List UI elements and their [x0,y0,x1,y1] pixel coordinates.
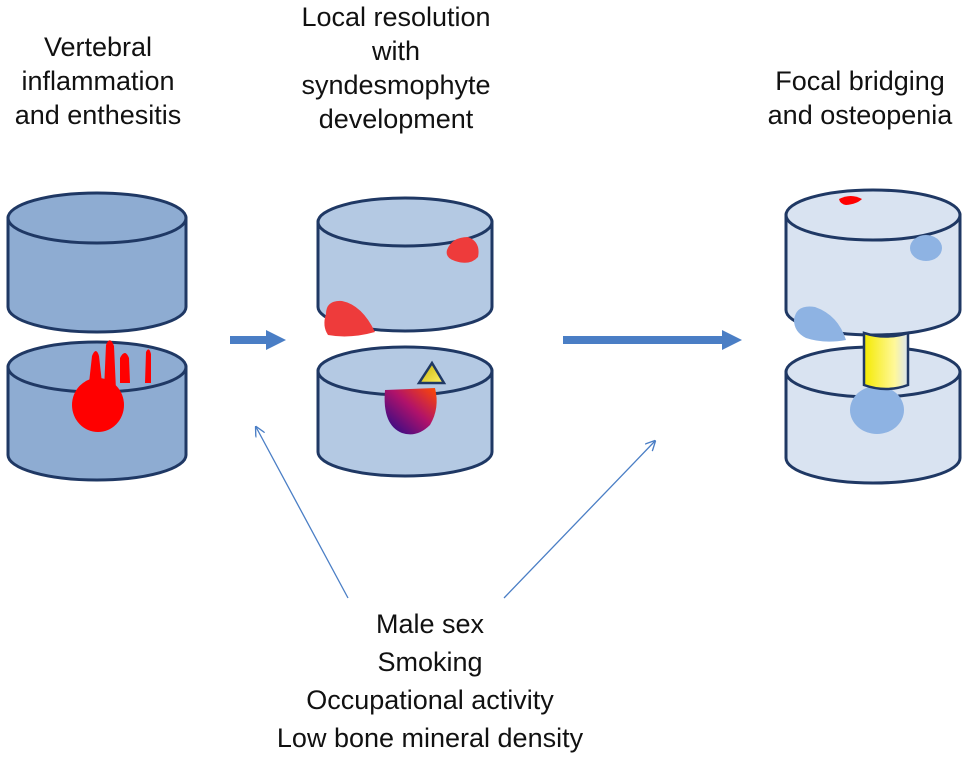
risk-factor-list: Male sex Smoking Occupational activity L… [240,605,620,757]
caption-line: development [318,104,474,134]
risk-factor: Low bone mineral density [276,723,584,753]
caption-line: and osteopenia [767,100,953,130]
resolving-lesion-upper [446,237,479,263]
risk-factor: Occupational activity [306,685,554,715]
resolving-lesion-corner [324,300,375,337]
upper-vertebra-stage1 [6,191,188,334]
osteopenia-spot-upper [910,235,942,261]
caption-line: with [371,36,420,66]
mixed-lesion [384,388,437,435]
osteopenia-spot-lower [850,386,904,434]
caption-line: Vertebral [43,32,153,62]
progress-arrow-1 [230,330,286,350]
inflammation-lesions [72,340,151,432]
caption-inflammation: Vertebral inflammation and enthesitis [0,30,196,132]
risk-factor: Smoking [377,647,483,677]
progress-arrow-2 [563,330,742,350]
vertebra-stage3 [784,188,962,485]
risk-arrow-left [256,427,349,599]
caption-resolution: Local resolution with syndesmophyte deve… [260,0,532,136]
vertebra-stage1 [6,191,188,482]
caption-line: and enthesitis [14,100,182,130]
caption-line: syndesmophyte [301,70,491,100]
caption-line: Focal bridging [775,66,945,96]
risk-arrow-right [503,441,655,599]
caption-line: inflammation [21,66,175,96]
residual-lesion [839,196,862,205]
vertebra-stage2 [316,196,494,478]
caption-line: Local resolution [301,2,491,32]
caption-bridging: Focal bridging and osteopenia [752,64,968,132]
osteopenia-spot-corner [794,306,846,342]
syndesmophyte [416,360,447,385]
bony-bridge [862,331,910,391]
risk-factor: Male sex [375,609,485,639]
